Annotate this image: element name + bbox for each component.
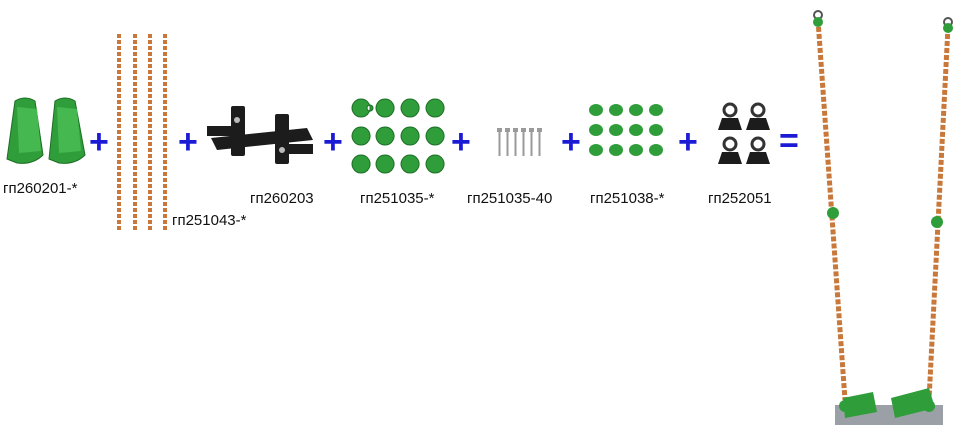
- seat-halves-icon: [6, 97, 86, 164]
- part-label-clamps: гп251035-*: [360, 190, 435, 207]
- clamps-icon: [351, 98, 445, 174]
- plus-operator: +: [178, 123, 198, 161]
- bolts-icon: [497, 128, 542, 156]
- part-label-seat: гп260201-*: [3, 180, 78, 197]
- part-label-ropes: гп251043-*: [172, 212, 247, 229]
- part-label-bolts: гп251035-40: [467, 190, 553, 207]
- balls-icon: [589, 104, 663, 156]
- ropes-icon: [117, 34, 167, 230]
- part-label-frame: гп260203: [250, 190, 314, 207]
- plus-operator: +: [561, 123, 581, 161]
- equals-operator: =: [779, 122, 799, 160]
- assembled-swing-icon: [813, 10, 953, 425]
- plus-operator: +: [323, 123, 343, 161]
- plus-operator: +: [89, 123, 109, 161]
- part-label-hooks: гп252051: [708, 190, 772, 207]
- swivel-hooks-icon: [718, 102, 770, 164]
- plus-operator: +: [678, 123, 698, 161]
- frame-bracket-icon: [207, 106, 313, 164]
- part-label-balls: гп251038-*: [590, 190, 665, 207]
- plus-operator: +: [451, 123, 471, 161]
